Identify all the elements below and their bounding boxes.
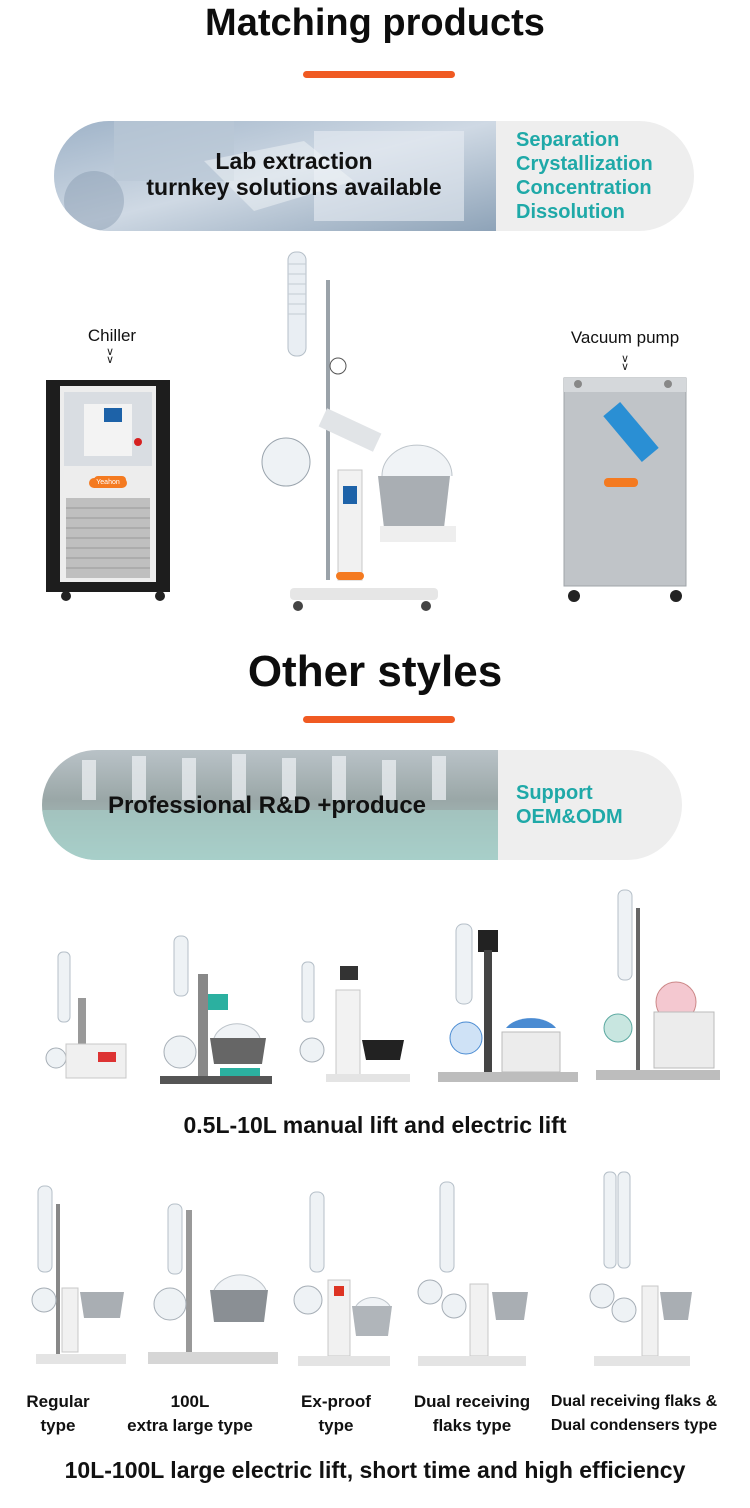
regular-type-image xyxy=(31,1185,126,1364)
tag-dissolution: Dissolution xyxy=(516,201,625,223)
ex-proof-type-image xyxy=(293,1191,392,1366)
rotary-evaporator-image xyxy=(261,251,456,611)
factory-photo-image xyxy=(42,750,498,860)
small-evaporator-image xyxy=(45,951,127,1079)
extra-large-type-image xyxy=(148,1203,278,1364)
tag-crystallization: Crystallization xyxy=(516,153,653,175)
chiller-image xyxy=(46,380,170,601)
section-title-other-styles: Other styles xyxy=(247,647,503,696)
ex-proof-type-label: Ex-proof type xyxy=(301,1392,371,1435)
banner-text-line2: turnkey solutions available xyxy=(146,174,442,200)
dual-condensers-type-image xyxy=(589,1171,692,1366)
chiller-label: Chiller xyxy=(87,326,137,345)
dual-receiving-flaks-type-image xyxy=(417,1181,528,1366)
chevron-down-icon: ∨∨ xyxy=(620,353,630,373)
evaporator-digital-image xyxy=(438,923,578,1082)
tag-support: Support xyxy=(516,782,593,804)
regular-type-label: Regular type xyxy=(26,1392,90,1435)
oem-banner: Professional R&D +produce Support OEM&OD… xyxy=(42,750,682,860)
banner-text-line1: Lab extraction xyxy=(215,148,373,174)
office-photo-image xyxy=(54,121,496,231)
dual-receiving-flaks-label: Dual receiving flaks type xyxy=(413,1392,531,1435)
brand-badge: Yeahon xyxy=(89,478,127,488)
vacuum-pump-image xyxy=(563,377,687,602)
extra-large-type-label: 100L extra large type xyxy=(127,1392,253,1435)
evaporator-large-image xyxy=(596,889,720,1080)
title-underline xyxy=(303,716,455,723)
turnkey-banner: Lab extraction turnkey solutions availab… xyxy=(54,121,694,231)
row2-caption: 10L-100L large electric lift, short time… xyxy=(64,1457,686,1483)
banner2-tags: Support OEM&ODM xyxy=(516,750,623,860)
row1-caption: 0.5L-10L manual lift and electric lift xyxy=(183,1112,567,1138)
dual-condensers-label: Dual receiving flaks & Dual condensers t… xyxy=(550,1393,718,1434)
evaporator-manual-image xyxy=(160,935,272,1084)
tag-separation: Separation xyxy=(516,129,620,151)
vacuum-pump-label: Vacuum pump xyxy=(570,328,680,347)
title-underline xyxy=(303,71,455,78)
banner2-text: Professional R&D +produce xyxy=(107,792,427,819)
section-title-matching: Matching products xyxy=(205,2,545,44)
tag-concentration: Concentration xyxy=(516,177,652,199)
tag-oem-odm: OEM&ODM xyxy=(516,806,623,828)
chevron-down-icon: ∨∨ xyxy=(105,346,115,366)
evaporator-compact-image xyxy=(299,961,410,1082)
banner-tags: Separation Crystallization Concentration… xyxy=(516,121,653,231)
